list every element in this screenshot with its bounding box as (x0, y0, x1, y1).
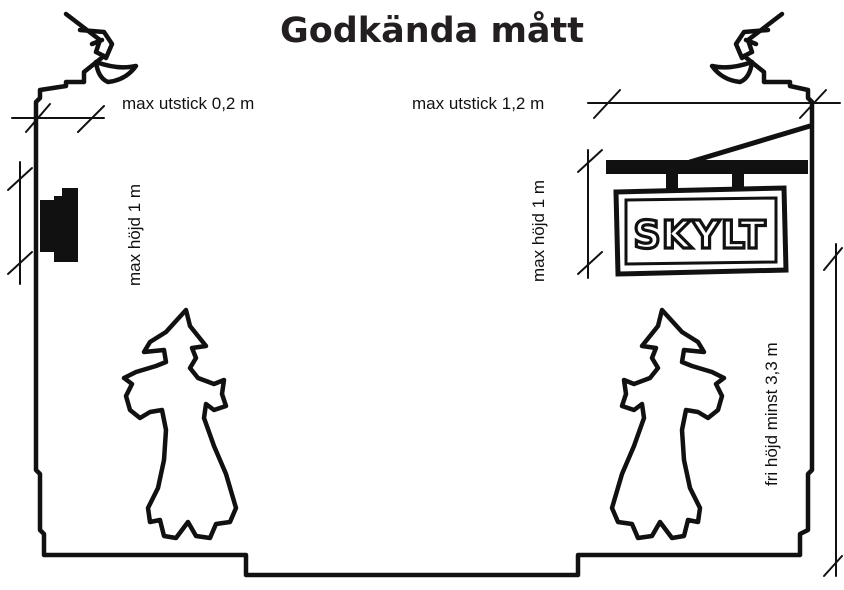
left-overhang-dimension (11, 103, 105, 133)
left-building-outline (33, 11, 815, 578)
clear-height-dimension (823, 243, 843, 577)
right-person-figure (609, 307, 727, 541)
sign-bracket-arm (606, 160, 808, 174)
left-sign-mount (40, 200, 54, 252)
hanging-sign-text: SKYLT (633, 213, 766, 257)
clear-height-label: fri höjd minst 3,3 m (762, 342, 781, 486)
left-overhang-tick-outer (77, 105, 105, 133)
left-sign-arm (54, 196, 62, 262)
left-lamp-bracket (77, 27, 115, 61)
diagram-title: Godkända mått (280, 10, 584, 51)
hanging-sign: SKYLT (613, 185, 789, 277)
right-overhang-tick-inner (799, 89, 827, 119)
clear-height-tick-top (823, 247, 843, 271)
right-height-tick-top (577, 149, 603, 173)
right-height-dimension (577, 149, 603, 279)
left-sign-plate (62, 188, 78, 262)
left-overhang-tick-inner (25, 103, 51, 133)
left-overhang-label: max utstick 0,2 m (122, 94, 254, 113)
left-height-tick-top (7, 167, 33, 191)
clear-height-tick-bottom (823, 555, 843, 577)
left-lamp-shade (93, 59, 139, 85)
hanging-sign-border (613, 185, 789, 277)
left-building (33, 11, 815, 578)
hanging-sign-inner-border (624, 196, 778, 266)
left-height-dimension (7, 161, 33, 285)
right-overhang-dimension (587, 89, 841, 119)
sign-bracket (606, 123, 813, 194)
right-lamp-bracket (733, 27, 771, 61)
right-overhang-tick-outer (593, 89, 621, 119)
left-small-sign (40, 188, 78, 262)
right-height-tick-bottom (577, 251, 603, 275)
left-person-figure (121, 307, 239, 541)
left-height-label: max höjd 1 m (125, 184, 144, 286)
sign-bracket-strut (687, 123, 813, 165)
right-overhang-label: max utstick 1,2 m (412, 94, 544, 113)
right-building (709, 27, 771, 85)
right-lamp-shade (709, 59, 755, 85)
left-height-tick-bottom (7, 251, 33, 275)
right-height-label: max höjd 1 m (529, 180, 548, 282)
